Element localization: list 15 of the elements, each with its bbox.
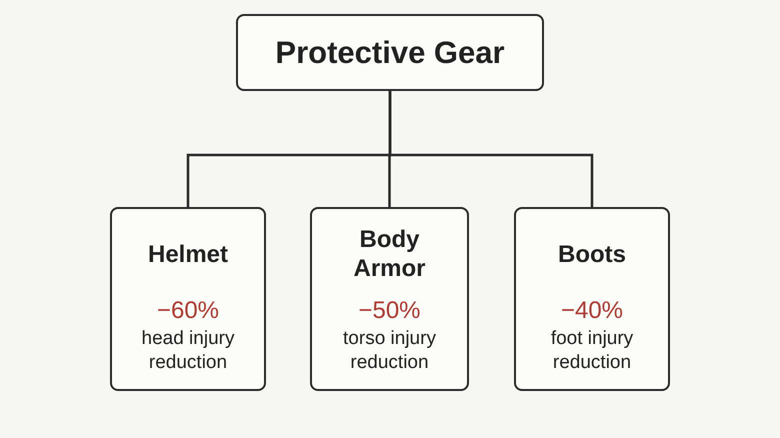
description: head injury reduction [140,327,236,374]
item-card [110,207,266,391]
heading: Helmet [146,240,230,270]
item-card [514,207,670,391]
category-box [236,14,544,91]
item-card [310,207,469,391]
percentage-value: −40% [560,297,624,325]
percentage-value: −50% [358,297,421,325]
description: foot injury reduction [550,327,634,374]
description: torso injury reduction [342,327,437,374]
heading: Boots [557,240,627,270]
connector-line [388,91,594,207]
heading: Body Armor [352,225,426,284]
percentage-value: −60% [156,297,220,325]
heading: Protective Gear [275,34,505,70]
